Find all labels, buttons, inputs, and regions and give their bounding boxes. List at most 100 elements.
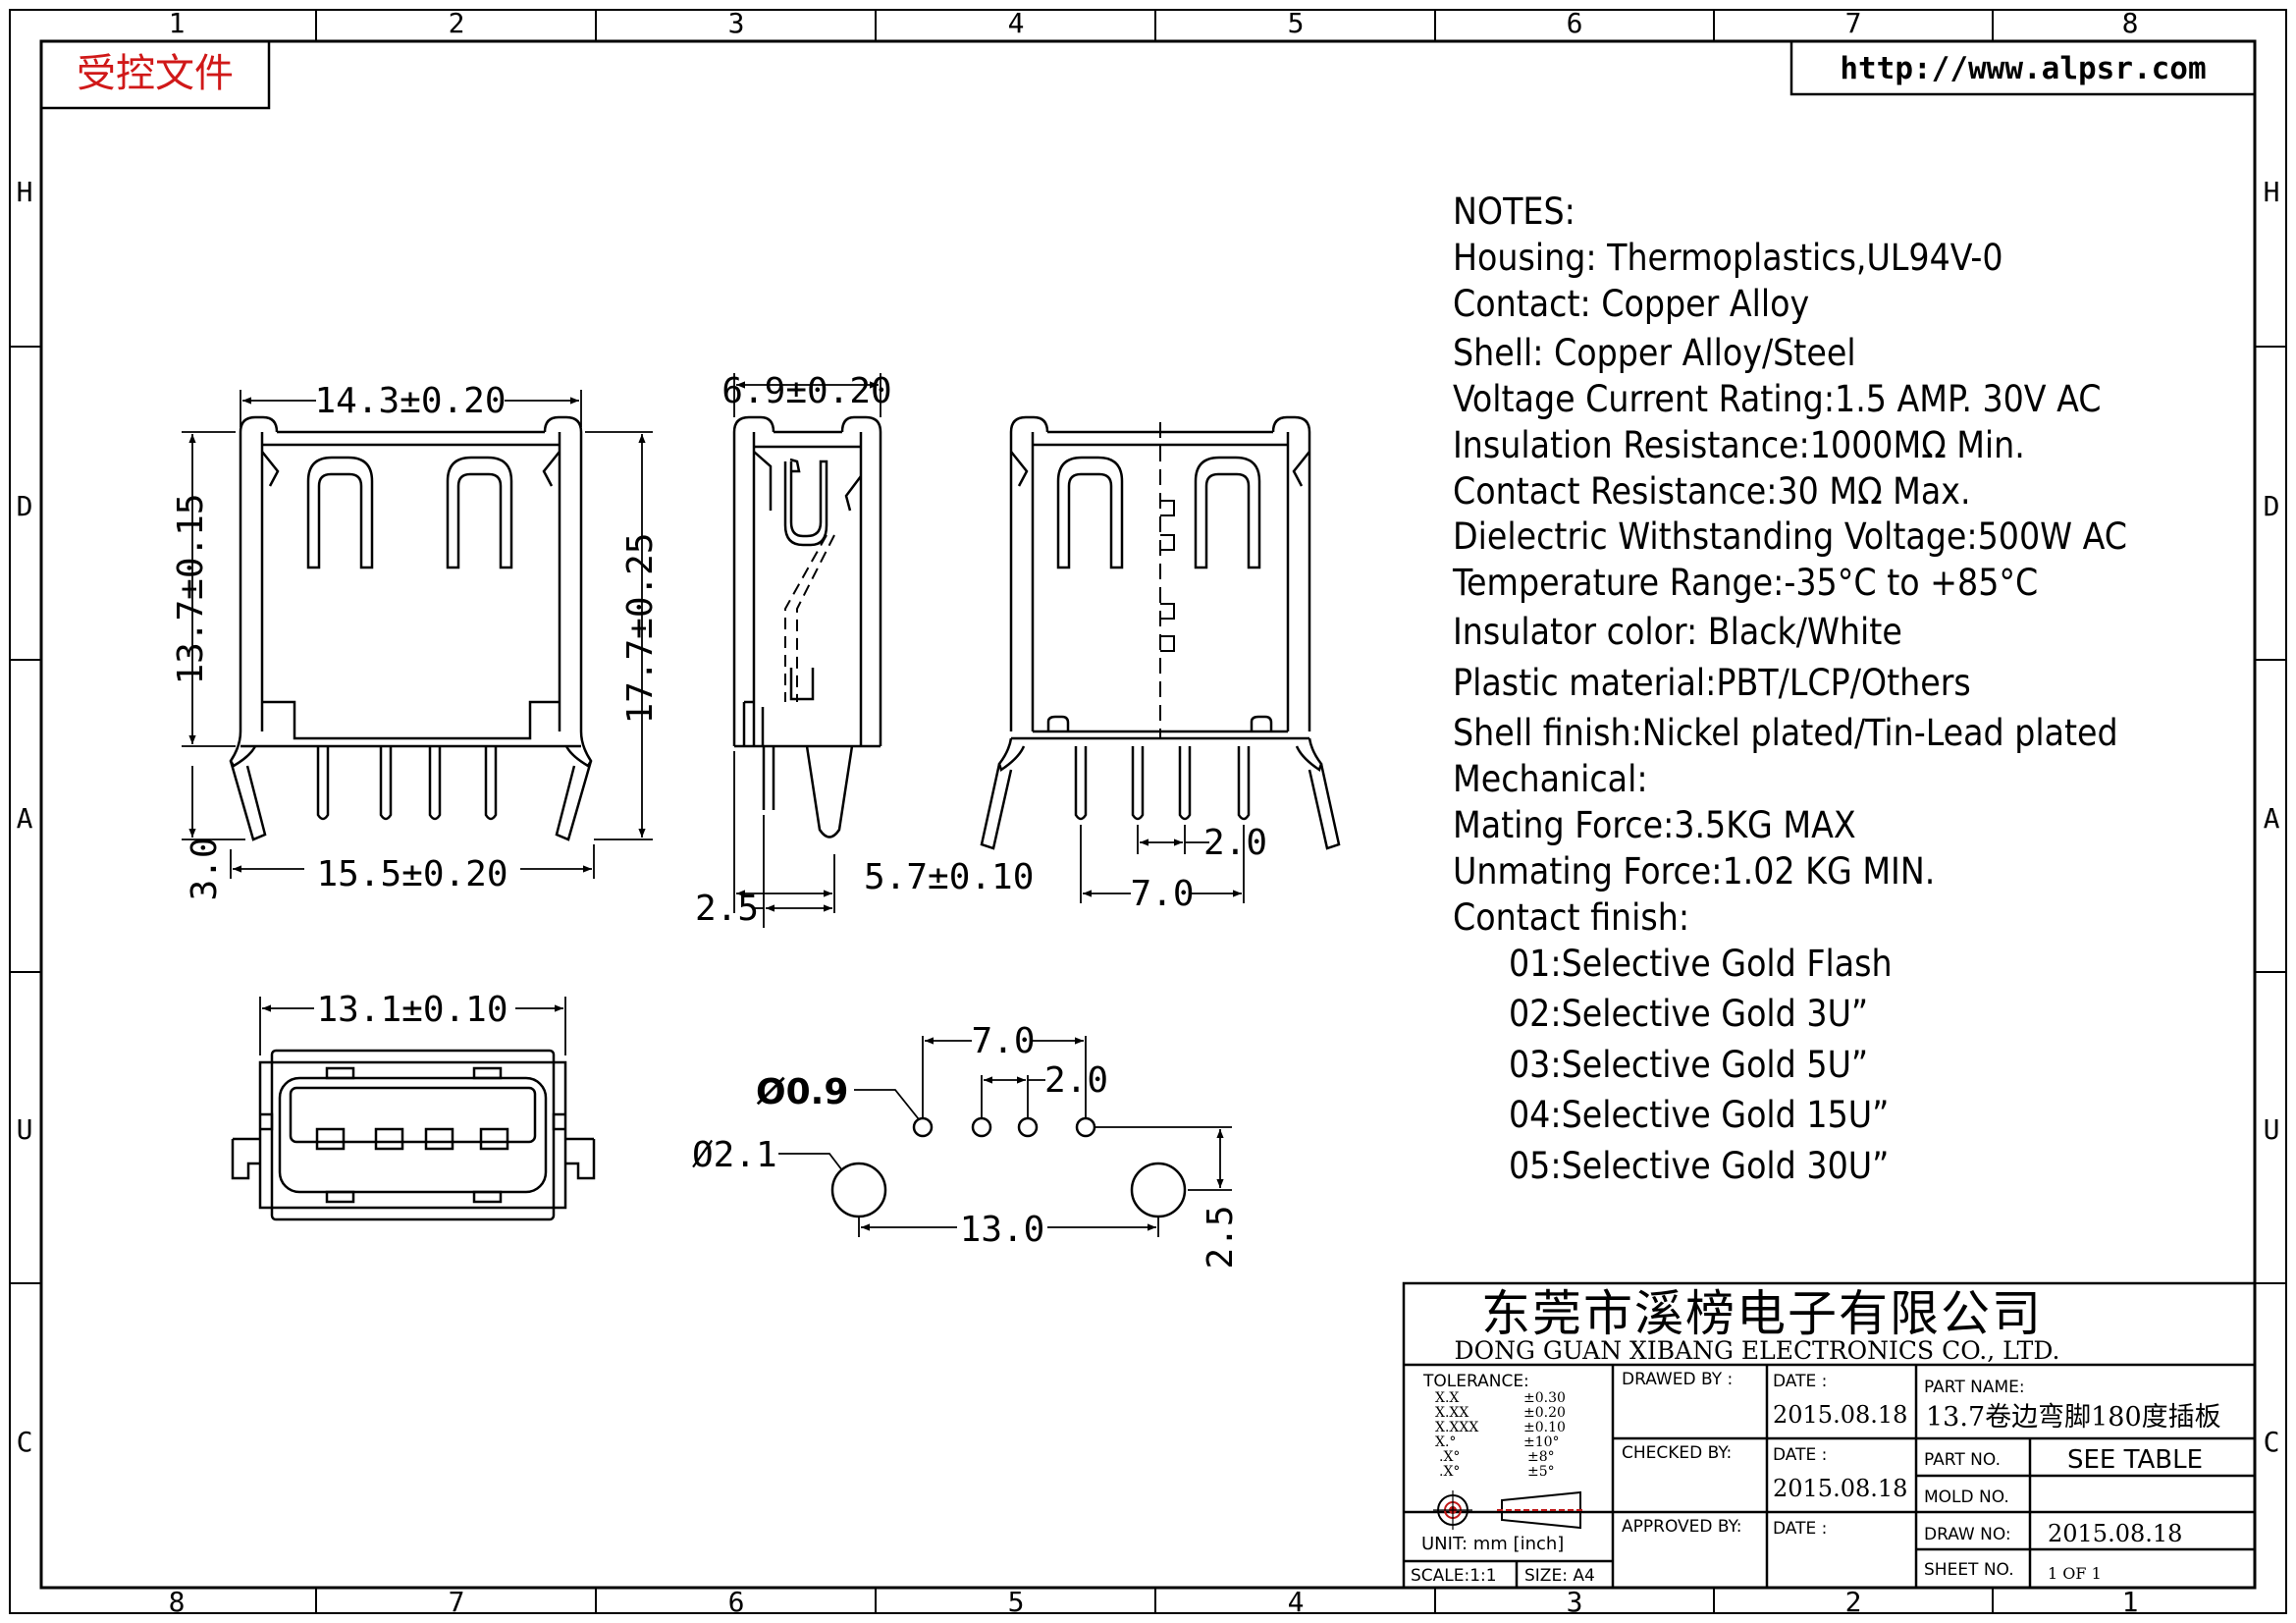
- projection-symbol: [1433, 1490, 1585, 1530]
- finish-line: 01:Selective Gold Flash: [1509, 943, 1893, 985]
- approved-by-label: APPROVED BY:: [1622, 1517, 1741, 1537]
- stamp-text: 受控文件: [77, 51, 234, 96]
- date-label: DATE :: [1773, 1445, 1827, 1465]
- dim-rear-pin-span: 7.0: [1130, 874, 1194, 914]
- svg-text:±10°: ±10°: [1523, 1434, 1560, 1450]
- note-line: Insulator color: Black/White: [1453, 611, 1902, 653]
- col-label-bottom: 7: [449, 1586, 465, 1618]
- zone-labels: 1 2 3 4 5 6 7 8 8 7 6 5 4 3 2 1 H D A U …: [17, 7, 2280, 1618]
- dim-rear-pin-pitch: 2.0: [1203, 823, 1267, 863]
- rear-view: [980, 415, 1341, 850]
- size-label: SIZE: A4: [1524, 1566, 1595, 1586]
- row-label-right: A: [2264, 802, 2280, 835]
- date-value: 2015.08.18: [1773, 1475, 1907, 1502]
- note-line: Unmating Force:1.02 KG MIN.: [1453, 850, 1935, 893]
- controlled-stamp: 受控文件: [39, 39, 271, 110]
- col-label-bottom: 6: [728, 1586, 745, 1618]
- col-label-top: 2: [449, 7, 465, 39]
- title-block-text: 东莞市溪榜电子有限公司 DONG GUAN XIBANG ELECTRONICS…: [1411, 1285, 2221, 1586]
- note-line: Temperature Range:-35°C to +85°C: [1452, 562, 2038, 604]
- company-name-cn: 东莞市溪榜电子有限公司: [1481, 1285, 2043, 1342]
- title-block: [1402, 1281, 2257, 1590]
- dim-peg-span: 13.0: [960, 1210, 1045, 1250]
- note-line: Contact finish:: [1453, 896, 1689, 939]
- dim-front-width: 14.3±0.20: [314, 381, 506, 421]
- url-text: http://www.alpsr.com: [1840, 51, 2206, 86]
- row-label-right: D: [2264, 490, 2280, 522]
- col-label-bottom: 1: [2122, 1586, 2139, 1618]
- col-label-bottom: 3: [1567, 1586, 1583, 1618]
- part-name-label: PART NAME:: [1924, 1378, 2025, 1397]
- col-label-top: 3: [728, 7, 745, 39]
- row-label-right: C: [2264, 1426, 2280, 1458]
- dim-total-height: 17.7±0.25: [620, 532, 661, 724]
- svg-text:X.X: X.X: [1435, 1390, 1459, 1406]
- finish-line: 02:Selective Gold 3U”: [1509, 993, 1868, 1035]
- note-line: Dielectric Withstanding Voltage:500W AC: [1453, 515, 2127, 558]
- col-label-top: 5: [1288, 7, 1305, 39]
- date-label: DATE :: [1773, 1519, 1827, 1539]
- part-no-label: PART NO.: [1924, 1450, 2001, 1470]
- date-label: DATE :: [1773, 1372, 1827, 1391]
- dim-row-offset: 2.5: [1201, 1205, 1241, 1269]
- dim-large-hole: Ø2.1: [692, 1135, 777, 1175]
- pcb-layout-labels: 7.0 2.0 Ø0.9 Ø2.1 13.0 2.5: [692, 1021, 1241, 1270]
- company-name-en: DONG GUAN XIBANG ELECTRONICS CO., LTD.: [1455, 1336, 2060, 1365]
- url-box: http://www.alpsr.com: [1789, 39, 2257, 96]
- row-label-right: H: [2264, 176, 2280, 208]
- unit-label: UNIT: mm [inch]: [1421, 1534, 1564, 1554]
- svg-text:±5°: ±5°: [1527, 1464, 1555, 1480]
- draw-no-label: DRAW NO:: [1924, 1525, 2011, 1544]
- zone-ticks: [10, 10, 2286, 1613]
- note-line: Housing: Thermoplastics,UL94V-0: [1453, 237, 2003, 279]
- pcb-layout: [830, 1116, 1187, 1218]
- row-label-left: D: [17, 490, 33, 522]
- note-line: Insulation Resistance:1000MΩ Min.: [1453, 424, 2025, 466]
- note-line: Voltage Current Rating:1.5 AMP. 30V AC: [1453, 378, 2102, 420]
- dim-hole-pitch: 2.0: [1044, 1060, 1108, 1101]
- row-label-left: U: [17, 1113, 33, 1146]
- part-no-value: SEE TABLE: [2067, 1445, 2203, 1475]
- finish-line: 05:Selective Gold 30U”: [1509, 1145, 1889, 1187]
- notes-block: NOTES: Housing: Thermoplastics,UL94V-0 C…: [1452, 190, 2127, 1187]
- svg-text:X.XXX: X.XXX: [1435, 1420, 1478, 1435]
- dim-face-width: 13.1±0.10: [316, 990, 507, 1030]
- col-label-bottom: 8: [169, 1586, 186, 1618]
- sheet-no-value: 1 OF 1: [2048, 1564, 2102, 1583]
- dim-hole-span: 7.0: [971, 1021, 1035, 1061]
- svg-text:±0.30: ±0.30: [1523, 1390, 1566, 1406]
- finish-line: 03:Selective Gold 5U”: [1509, 1044, 1868, 1086]
- finish-line: 04:Selective Gold 15U”: [1509, 1094, 1889, 1136]
- svg-text:.X°: .X°: [1439, 1449, 1460, 1465]
- svg-text:±0.20: ±0.20: [1523, 1405, 1566, 1421]
- dim-small-hole: Ø0.9: [756, 1072, 848, 1112]
- dim-foot-width: 15.5±0.20: [316, 854, 507, 894]
- note-line: Contact Resistance:30 MΩ Max.: [1453, 470, 1971, 513]
- sheet-no-label: SHEET NO.: [1924, 1560, 2014, 1580]
- row-label-left: H: [17, 176, 33, 208]
- col-label-top: 4: [1008, 7, 1025, 39]
- svg-text:X.°: X.°: [1435, 1434, 1456, 1450]
- side-view: [732, 415, 882, 839]
- col-label-top: 6: [1567, 7, 1583, 39]
- mold-no-label: MOLD NO.: [1924, 1488, 2009, 1507]
- pcb-layout-dimensions: [778, 1036, 1232, 1237]
- row-label-left: C: [17, 1426, 33, 1458]
- front-view-labels: 14.3±0.20 13.7±0.15 17.7±0.25 3.0 15.5±0…: [171, 379, 661, 901]
- col-label-bottom: 5: [1008, 1586, 1025, 1618]
- mating-face-view: [231, 1049, 596, 1221]
- sheet-border: [9, 9, 2287, 1614]
- rear-view-labels: 2.0 7.0: [1130, 823, 1267, 914]
- side-view-labels: 6.9±0.20 2.5 5.7±0.10: [695, 371, 1034, 929]
- notes-heading: NOTES:: [1453, 190, 1575, 233]
- note-line: Shell: Copper Alloy/Steel: [1453, 332, 1856, 374]
- row-label-left: A: [17, 802, 33, 835]
- date-value: 2015.08.18: [1773, 1401, 1907, 1429]
- svg-text:±8°: ±8°: [1527, 1449, 1555, 1465]
- dim-side-depth: 5.7±0.10: [864, 857, 1034, 897]
- part-name-value: 13.7卷边弯脚180度插板: [1926, 1402, 2221, 1433]
- note-line: Mechanical:: [1453, 758, 1648, 800]
- note-line: Contact: Copper Alloy: [1453, 283, 1809, 325]
- rear-view-cutline: [1159, 422, 1175, 738]
